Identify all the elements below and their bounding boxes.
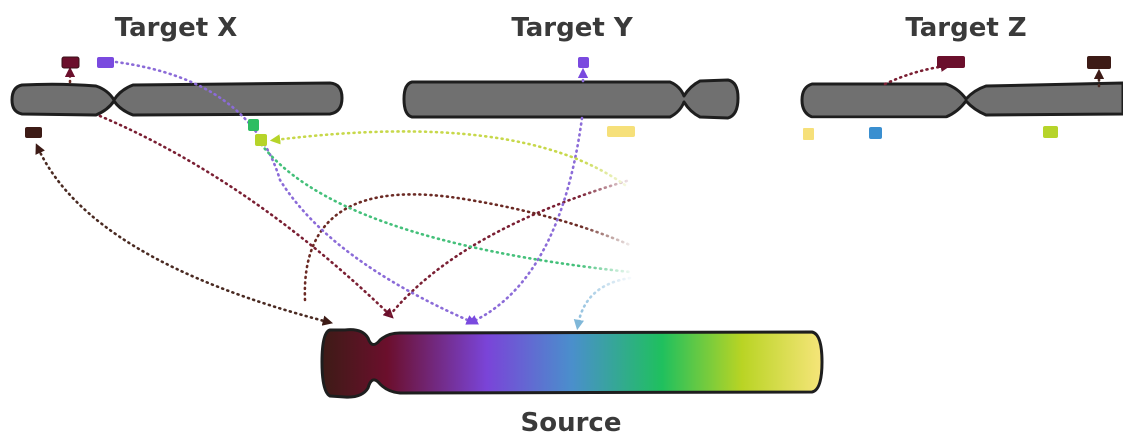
target-x-title: Target X (115, 13, 238, 43)
marker-y-violet (578, 57, 589, 68)
marker-x-lime (255, 134, 267, 146)
link-x-to-right-green (256, 138, 632, 274)
fade-overlay (580, 120, 635, 320)
link-source-to-x-darkbrown (35, 143, 334, 326)
link-right-to-x-lime (269, 130, 627, 187)
marker-x-violet (97, 57, 114, 68)
target-y-title: Target Y (511, 13, 633, 43)
link-source-to-right-brown-2 (303, 193, 632, 302)
marker-x-maroon (61, 56, 80, 69)
target-x-chromosome (10, 81, 344, 117)
marker-z-yellow (803, 128, 814, 140)
fade-overlay-solid (635, 120, 825, 320)
link-z-to-top-maroon (883, 61, 952, 86)
marker-z-blue (869, 127, 882, 139)
marker-x-green (248, 119, 259, 131)
link-y-to-source-violet (467, 116, 584, 325)
marker-z-maroon (937, 56, 965, 68)
source-title: Source (521, 408, 622, 438)
target-z-chromosome (800, 81, 1123, 119)
source-chromosome (320, 328, 824, 399)
target-z-title: Target Z (905, 13, 1026, 43)
fade-overlay-z (790, 118, 1123, 148)
target-y-chromosome (402, 78, 740, 120)
marker-z-darkbrown (1087, 56, 1111, 69)
marker-x-darkbrown (25, 127, 42, 138)
link-x-to-source-violet (114, 60, 477, 325)
marker-z-lime (1043, 126, 1058, 138)
link-x-to-source-maroon (98, 114, 394, 319)
marker-y-yellow (607, 126, 635, 137)
